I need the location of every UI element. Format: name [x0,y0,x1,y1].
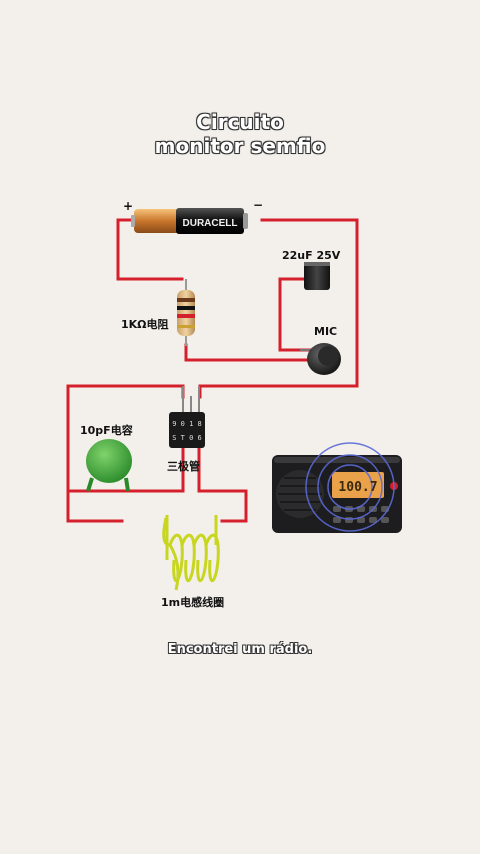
transistor-code-1: 9 0 1 8 [172,420,202,428]
resistor-label: 1KΩ电阻 [121,318,169,331]
wire-top-left [116,218,184,281]
battery-brand: DURACELL [183,218,238,229]
capacitor-10pf-label: 10pF电容 [80,424,133,437]
title-line-2: monitor semfio [154,134,326,158]
battery-minus: − [253,198,263,212]
transistor [169,386,205,448]
radio [272,442,402,533]
capacitor-22uf [304,262,330,290]
capacitor-22uf-label: 22uF 25V [282,249,341,262]
wire-cap-bus [66,438,185,493]
resistor-1k [177,279,195,346]
microphone [300,343,341,375]
mic-label: MIC [314,325,338,338]
capacitor-10pf [86,439,132,492]
battery [131,208,248,234]
diagram-title: Circuito monitor semfio [0,110,480,158]
transistor-code-2: S T 0 6 [172,434,202,442]
battery-plus: + [123,199,133,213]
transistor-label: 三极管 [167,460,200,473]
wire-transistor-right [197,438,248,523]
title-line-1: Circuito [196,110,284,134]
subtitle-caption: Encontrei um rádio. [167,642,313,657]
radio-frequency-display: 100.7 [338,480,377,495]
wire-cap-loop [278,277,318,352]
wire-res-bottom [184,343,310,362]
inductor-coil [162,515,220,591]
inductor-label: 1m电感线圈 [161,596,225,609]
